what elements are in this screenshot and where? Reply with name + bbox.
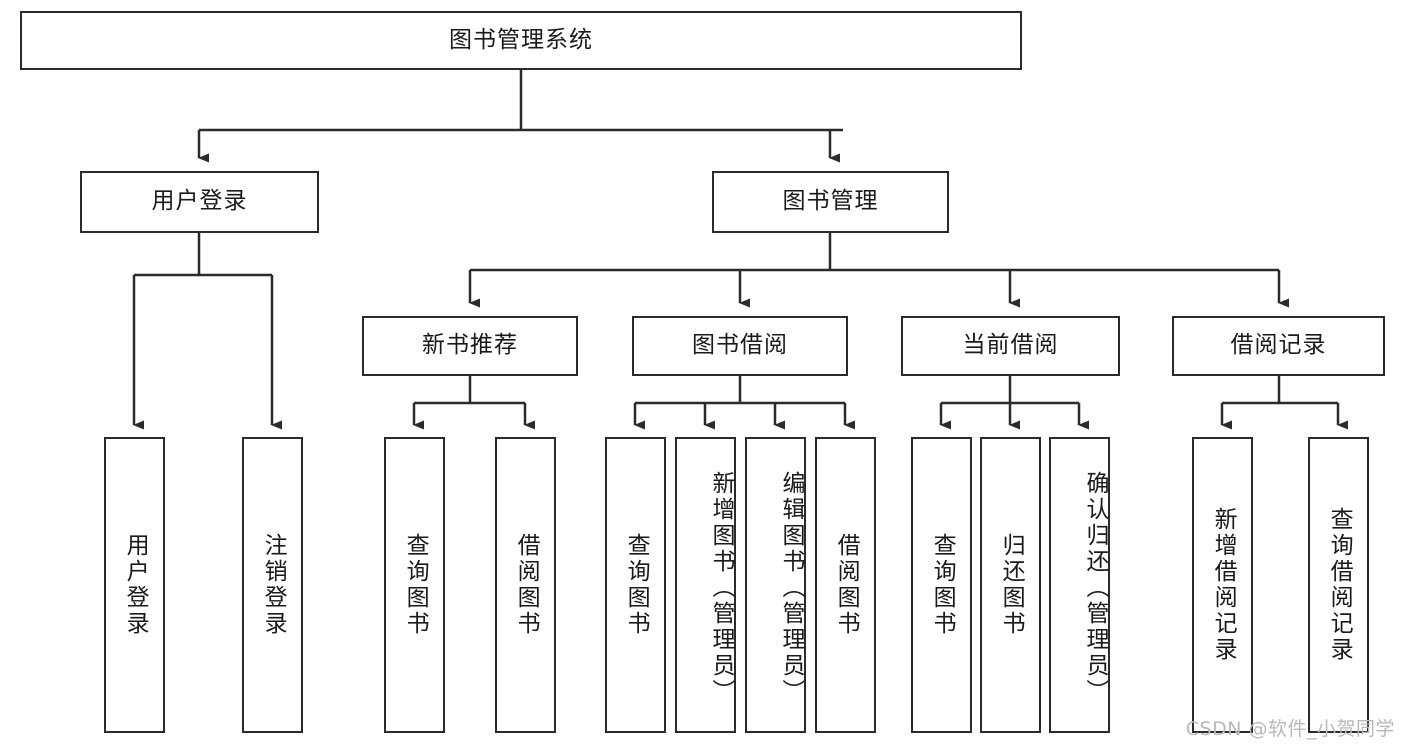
leaf-return-books[interactable]: 归还图书 [980, 437, 1041, 733]
node-label: 新书推荐 [422, 332, 518, 359]
node-label: 借阅记录 [1230, 332, 1327, 359]
node-label: 查询图书 [402, 533, 429, 637]
node-label: 图书管理 [782, 188, 879, 215]
node-label: 图书借阅 [692, 332, 788, 359]
leaf-borrow-books-recommend[interactable]: 借阅图书 [495, 437, 556, 733]
node-label: 图书管理系统 [449, 26, 593, 53]
node-root-book-management-system[interactable]: 图书管理系统 [20, 11, 1022, 70]
leaf-query-books-current[interactable]: 查询图书 [911, 437, 972, 733]
node-label: 查询图书 [929, 533, 956, 637]
leaf-borrow-books[interactable]: 借阅图书 [815, 437, 876, 733]
node-label: 查询图书 [623, 533, 650, 637]
node-label: 查询借阅记录 [1326, 507, 1353, 663]
node-label: 归还图书 [998, 533, 1025, 637]
leaf-confirm-return-admin[interactable]: 确认归还（管理员） [1049, 437, 1110, 733]
node-user-login[interactable]: 用户登录 [80, 171, 319, 233]
node-label: 用户登录 [122, 533, 149, 637]
node-label: 注销登录 [260, 533, 287, 637]
node-label: 用户登录 [151, 188, 248, 215]
node-label: 新增图书（管理员） [708, 471, 734, 705]
node-borrowing-records[interactable]: 借阅记录 [1172, 316, 1385, 376]
node-label: 借阅图书 [513, 533, 540, 637]
leaf-query-borrow-record[interactable]: 查询借阅记录 [1308, 437, 1369, 733]
leaf-query-books-borrow[interactable]: 查询图书 [605, 437, 666, 733]
node-label: 当前借阅 [962, 332, 1059, 359]
node-label: 借阅图书 [833, 533, 860, 637]
leaf-logout[interactable]: 注销登录 [242, 437, 303, 733]
node-label: 确认归还（管理员） [1082, 471, 1108, 705]
node-label: 编辑图书（管理员） [778, 471, 804, 705]
node-book-borrowing[interactable]: 图书借阅 [632, 316, 848, 376]
leaf-add-borrow-record[interactable]: 新增借阅记录 [1192, 437, 1253, 733]
node-book-management[interactable]: 图书管理 [712, 171, 949, 233]
leaf-add-book-admin[interactable]: 新增图书（管理员） [675, 437, 736, 733]
node-current-borrowing[interactable]: 当前借阅 [901, 316, 1120, 376]
leaf-edit-book-admin[interactable]: 编辑图书（管理员） [745, 437, 806, 733]
leaf-query-books-recommend[interactable]: 查询图书 [384, 437, 445, 733]
node-label: 新增借阅记录 [1210, 507, 1237, 663]
node-new-book-recommendation[interactable]: 新书推荐 [362, 316, 578, 376]
leaf-user-login[interactable]: 用户登录 [104, 437, 165, 733]
